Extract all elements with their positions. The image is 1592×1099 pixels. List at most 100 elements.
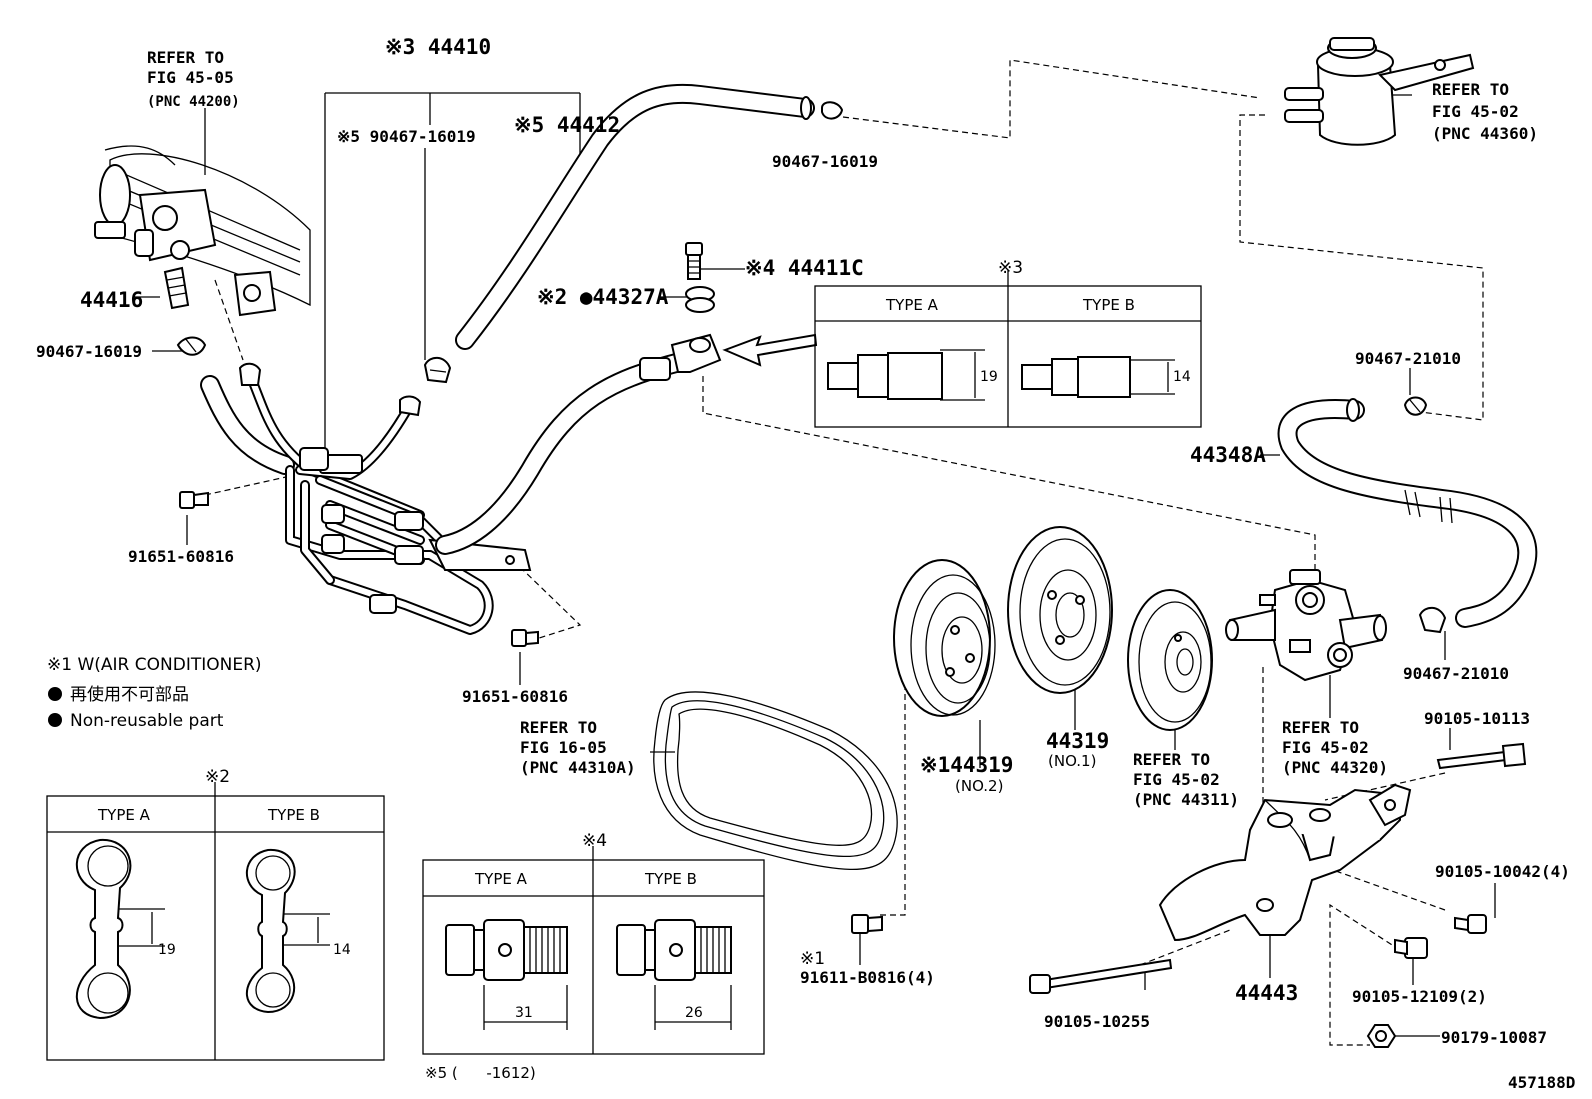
inset4-mark: ※4 xyxy=(582,831,607,851)
svg-text:(PNC 44320): (PNC 44320) xyxy=(1282,758,1388,777)
inset2-type-b: TYPE B xyxy=(267,806,320,824)
clip-90467-21010-right xyxy=(1418,606,1447,634)
gasket-44327a xyxy=(685,286,715,313)
inset2-dim-b: 14 xyxy=(333,942,351,958)
svg-text:FIG 45-02: FIG 45-02 xyxy=(1133,770,1220,789)
inset3-dim-a: 19 xyxy=(980,369,998,385)
svg-text:(PNC 44311): (PNC 44311) xyxy=(1133,790,1239,809)
label-90467-16019-left: 90467-16019 xyxy=(36,342,142,361)
bullet-2 xyxy=(48,713,62,727)
inset-3-table xyxy=(814,270,1202,428)
bolt-90105-10255 xyxy=(1029,958,1173,994)
legend-note1: ※1 W(AIR CONDITIONER) xyxy=(47,655,262,675)
bolt-90105-12109 xyxy=(1394,937,1428,959)
label-44443: 44443 xyxy=(1235,981,1298,1005)
label-44416: 44416 xyxy=(80,288,143,312)
bolt-91651-a xyxy=(179,491,209,509)
label-44410: ※3 44410 xyxy=(385,35,491,59)
reservoir xyxy=(1284,37,1475,146)
clip-top xyxy=(423,356,452,384)
label-90467-16019-right: 90467-16019 xyxy=(772,152,878,171)
svg-text:REFER TO: REFER TO xyxy=(520,718,597,737)
inset3-mark: ※3 xyxy=(998,258,1023,278)
label-90179-10087: 90179-10087 xyxy=(1441,1028,1547,1047)
inset2-mark: ※2 xyxy=(205,767,230,787)
label-91651-60816-a: 91651-60816 xyxy=(128,547,234,566)
label-no2: (NO.2) xyxy=(955,777,1003,795)
svg-text:FIG 45-02: FIG 45-02 xyxy=(1432,102,1519,121)
bolt-90105-10113 xyxy=(1436,742,1527,770)
clip-right xyxy=(821,101,844,120)
vane-pump xyxy=(1225,569,1387,682)
clip-left xyxy=(176,336,207,356)
inset4-type-a: TYPE A xyxy=(474,870,528,888)
legend-reuse-jp: 再使用不可部品 xyxy=(70,684,189,705)
label-44319-no1: 44319 xyxy=(1046,729,1109,753)
refer-fig16-05: REFER TO FIG 16-05 (PNC 44310A) xyxy=(520,718,636,777)
label-91611-b0816: 91611-B0816(4) xyxy=(800,968,935,987)
inset3-arrow xyxy=(722,333,818,367)
label-90105-12109: 90105-12109(2) xyxy=(1352,987,1487,1006)
label-90467-21010-right: 90467-21010 xyxy=(1403,664,1509,683)
label-91651-60816-b: 91651-60816 xyxy=(462,687,568,706)
bracket-44443 xyxy=(1158,783,1412,942)
label-90105-10113: 90105-10113 xyxy=(1424,709,1530,728)
svg-text:REFER TO: REFER TO xyxy=(1133,750,1210,769)
clip-90467-21010-top xyxy=(1403,396,1428,416)
cooler-pipes xyxy=(200,362,532,635)
refer-fig45-05: REFER TO FIG 45-05 (PNC 44200) xyxy=(147,48,240,110)
label-no1: (NO.1) xyxy=(1048,752,1096,770)
labels: ※3 44410 ※5 90467-16019 ※5 44412 90467-1… xyxy=(36,35,1575,1092)
label-90105-10042: 90105-10042(4) xyxy=(1435,862,1570,881)
legend-reuse-en: Non-reusable part xyxy=(70,711,224,731)
note-5: ※5 ( -1612) xyxy=(425,1064,536,1082)
label-90105-10255: 90105-10255 xyxy=(1044,1012,1150,1031)
inset3-type-a: TYPE A xyxy=(885,296,939,314)
refer-fig45-02-mid: REFER TO FIG 45-02 (PNC 44311) xyxy=(1133,750,1239,809)
suction-hose-44348a xyxy=(1277,398,1538,628)
inset-2-table xyxy=(46,782,385,1061)
label-91611-note: ※1 xyxy=(800,949,825,969)
v-belt xyxy=(653,691,898,871)
union-bolt-44411c xyxy=(685,242,703,280)
inset4-dim-a: 31 xyxy=(515,1005,533,1021)
svg-text:FIG 45-05: FIG 45-05 xyxy=(147,68,234,87)
bolt-91611 xyxy=(851,914,883,934)
inset3-dim-b: 14 xyxy=(1173,369,1191,385)
pulley-no2 xyxy=(893,559,996,717)
bullet-1 xyxy=(48,687,62,701)
svg-text:FIG 16-05: FIG 16-05 xyxy=(520,738,607,757)
bolt-91651-b xyxy=(511,629,539,647)
svg-text:(PNC 44310A): (PNC 44310A) xyxy=(520,758,636,777)
inset4-type-b: TYPE B xyxy=(644,870,697,888)
label-44412: ※5 44412 xyxy=(514,113,620,137)
refer-fig45-02-top: REFER TO FIG 45-02 (PNC 44360) xyxy=(1432,80,1538,143)
label-90467-16019-top: ※5 90467-16019 xyxy=(337,127,476,146)
inset4-dim-b: 26 xyxy=(685,1005,703,1021)
label-44411c: ※4 44411C xyxy=(745,256,864,280)
label-44348a: 44348A xyxy=(1190,443,1266,467)
svg-text:FIG 45-02: FIG 45-02 xyxy=(1282,738,1369,757)
label-90467-21010-top: 90467-21010 xyxy=(1355,349,1461,368)
return-hose-44412 xyxy=(455,83,815,350)
svg-text:(PNC 44200): (PNC 44200) xyxy=(147,94,240,110)
union-44416 xyxy=(163,266,190,310)
svg-text:(PNC 44360): (PNC 44360) xyxy=(1432,124,1538,143)
inset3-type-b: TYPE B xyxy=(1082,296,1135,314)
inset2-type-a: TYPE A xyxy=(97,806,151,824)
svg-text:REFER TO: REFER TO xyxy=(1282,718,1359,737)
svg-text:REFER TO: REFER TO xyxy=(147,48,224,67)
inset-4-table xyxy=(422,846,765,1055)
label-44319-no2: ※144319 xyxy=(920,753,1013,777)
nut-90179-10087 xyxy=(1366,1024,1397,1048)
steering-gear xyxy=(94,145,311,317)
pulley-no1 xyxy=(1007,526,1113,694)
pulley-44311 xyxy=(1127,589,1213,731)
pressure-pipe xyxy=(435,333,722,555)
label-44327a: ※2 ●44327A xyxy=(537,285,669,309)
inset2-dim-a: 19 xyxy=(158,942,176,958)
diagram-id: 457188D xyxy=(1508,1073,1575,1092)
svg-text:REFER TO: REFER TO xyxy=(1432,80,1509,99)
